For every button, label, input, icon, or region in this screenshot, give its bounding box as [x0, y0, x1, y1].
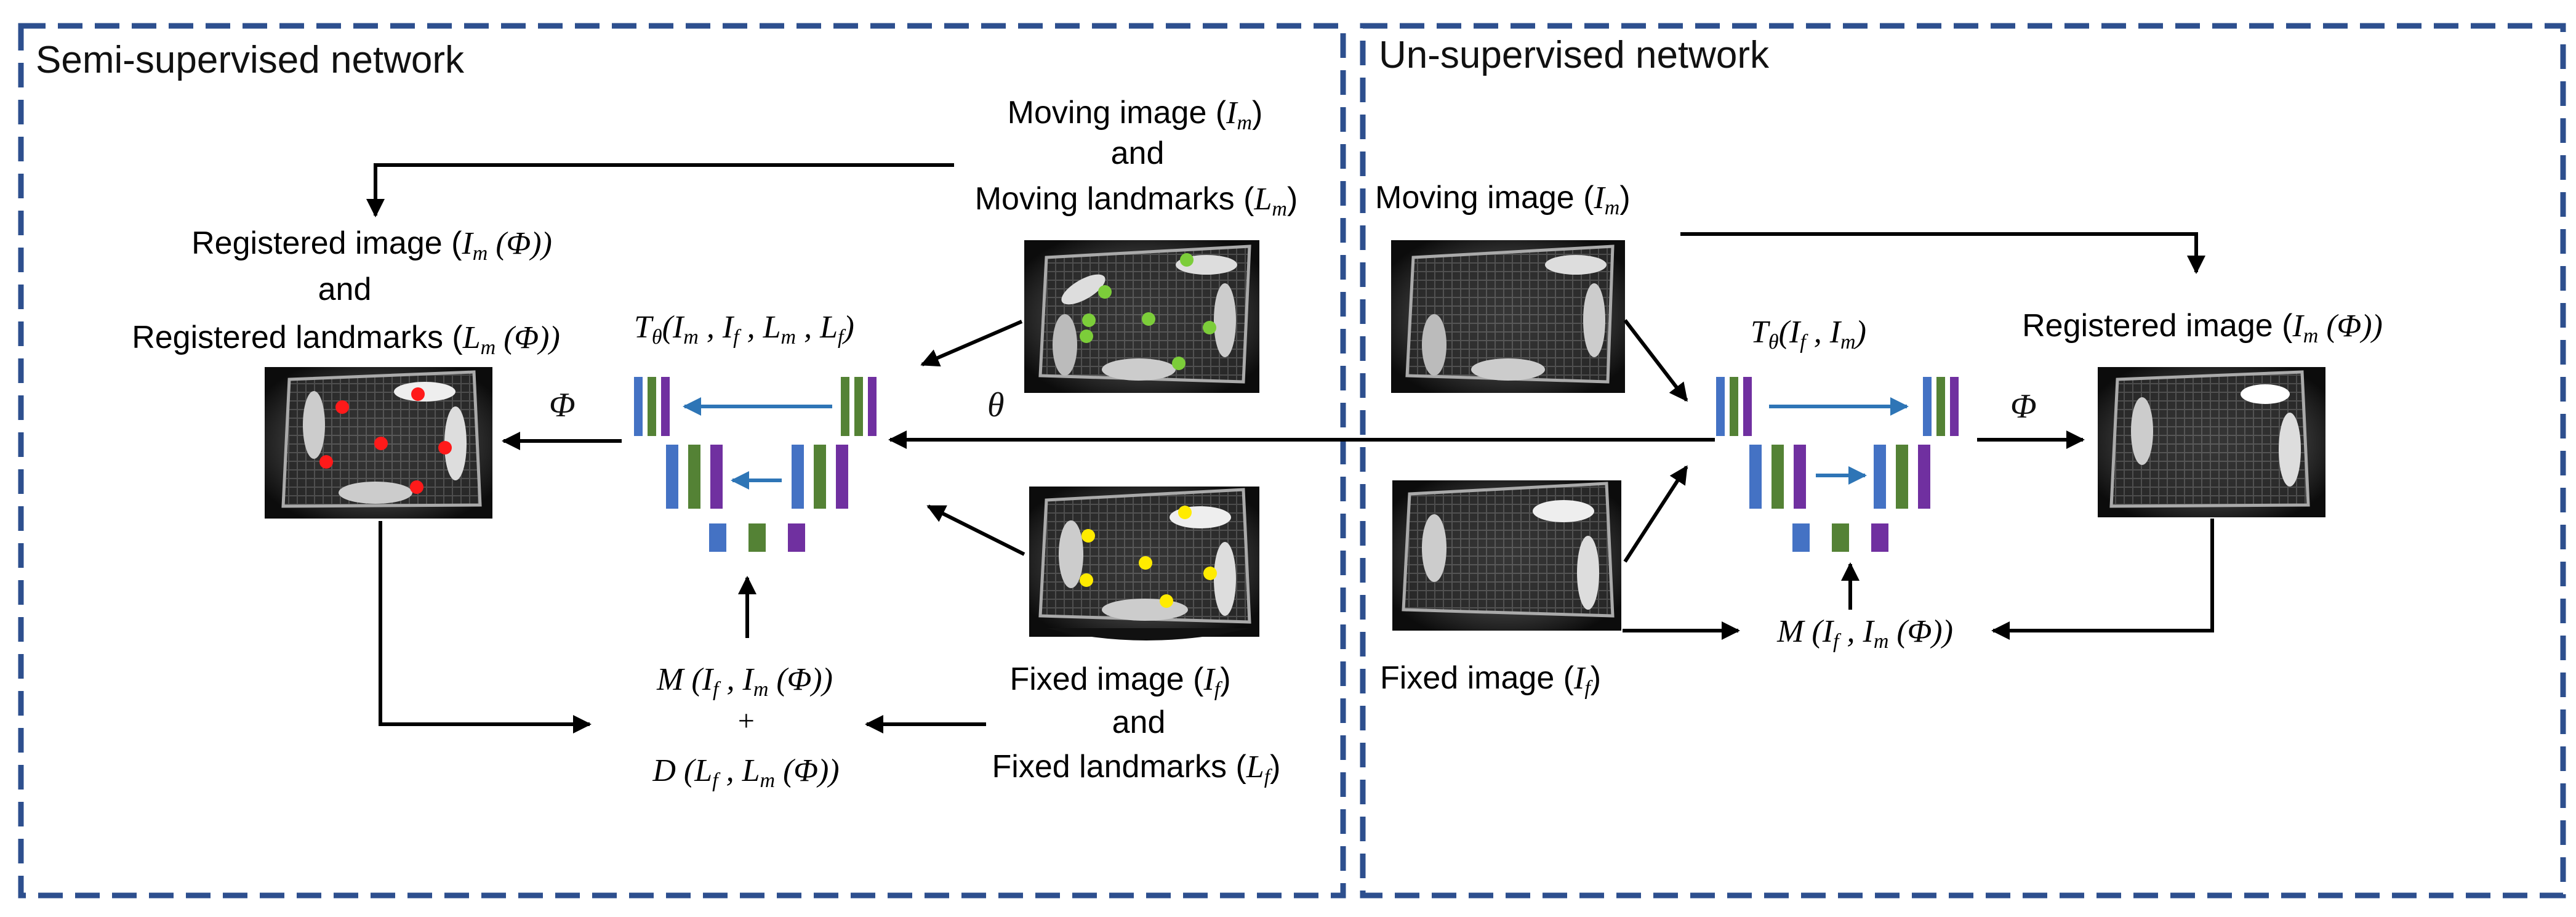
- unsup-registered-image-label: Registered image (Im (Φ)): [2022, 308, 2383, 347]
- unsup-phi-label: Φ: [2010, 387, 2037, 426]
- semi-moving-landmarks-label: Moving landmarks (Lm): [975, 181, 1298, 220]
- unsup-network-label: Tθ(If , Im): [1751, 315, 1866, 353]
- semi-panel-border: [18, 23, 1346, 899]
- semi-loss-D: D (Lf , Lm (Φ)): [652, 753, 839, 792]
- unsup-registered-image: [2098, 367, 2325, 517]
- semi-registered-image: [265, 367, 492, 519]
- semi-fixed-image: [1029, 487, 1259, 640]
- unsup-network-block: [1716, 377, 1959, 552]
- semi-panel-title: Semi-supervised network: [36, 39, 465, 81]
- unsup-fixed-image: [1392, 480, 1621, 631]
- semi-fixed-landmarks-label: Fixed landmarks (Lf): [992, 749, 1281, 788]
- unsup-loss-M: M (If , Im (Φ)): [1776, 614, 1953, 653]
- semi-phi-label: Φ: [549, 386, 576, 424]
- unsup-moving-image: [1391, 240, 1625, 393]
- semi-moving-image: [1024, 240, 1259, 393]
- unsup-arrows: [1623, 232, 2214, 640]
- semi-network-block: [634, 377, 877, 552]
- semi-registered-image-label: Registered image (Im (Φ)): [191, 225, 552, 265]
- semi-loss-plus: +: [736, 705, 756, 737]
- semi-fixed-image-label: Fixed image (If): [1009, 661, 1230, 701]
- semi-and-label-3: and: [1112, 705, 1166, 740]
- semi-theta-label: θ: [987, 386, 1005, 424]
- unsup-panel-title: Un-supervised network: [1379, 34, 1770, 76]
- semi-registered-landmarks-label: Registered landmarks (Lm (Φ)): [132, 320, 560, 359]
- semi-and-label-1: and: [1111, 135, 1165, 171]
- semi-arrows: [366, 163, 1715, 733]
- unsup-moving-image-label: Moving image (Im): [1375, 180, 1631, 219]
- semi-moving-image-label: Moving image (Im): [1008, 95, 1263, 134]
- unsup-panel-border: [1360, 23, 2566, 899]
- semi-network-label: Tθ(Im , If , Lm , Lf): [634, 310, 854, 349]
- semi-loss-M: M (If , Im (Φ)): [656, 662, 833, 701]
- unsup-fixed-image-label: Fixed image (If): [1380, 660, 1601, 700]
- semi-and-label-2: and: [318, 272, 372, 307]
